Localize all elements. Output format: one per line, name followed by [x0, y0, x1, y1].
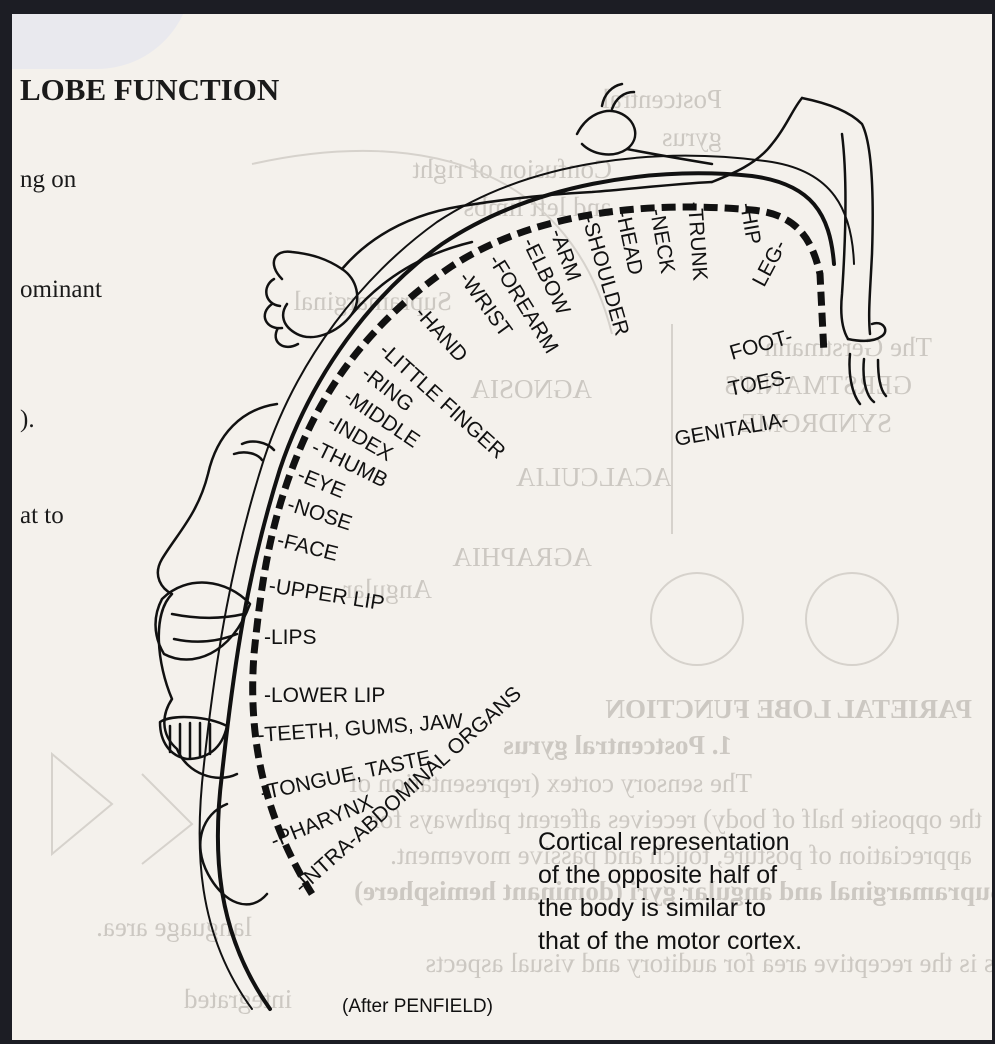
label-upper-lip: -UPPER LIP — [267, 574, 386, 615]
label-hip: -HIP — [735, 201, 765, 246]
label-nose: -NOSE — [284, 493, 354, 535]
label-lower-lip: -LOWER LIP — [264, 684, 385, 707]
figure-credit: (After PENFIELD) — [342, 996, 493, 1018]
label-trunk: -TRUNK — [683, 201, 711, 282]
toes — [849, 354, 886, 404]
book-page: Postcentral gyrus Confusion of right and… — [12, 14, 992, 1040]
leg — [802, 98, 873, 334]
caption-line: Cortical representation — [538, 826, 802, 859]
caption-line: that of the motor cortex. — [538, 925, 802, 958]
label-leg: LEG- — [748, 236, 791, 290]
foot — [848, 323, 885, 341]
label-toes: TOES- — [726, 365, 793, 401]
label-head: -HEAD — [611, 208, 647, 277]
caption-line: the body is similar to — [538, 892, 802, 925]
label-lips: -LIPS — [264, 626, 317, 649]
tongue — [200, 804, 267, 904]
caption-line: of the opposite half of — [538, 859, 802, 892]
label-hand: -HAND — [410, 302, 472, 367]
label-teeth-gums-jaw: -TEETH, GUMS, JAW — [257, 710, 464, 747]
label-genitalia: GENITALIA- — [673, 408, 790, 451]
figure-caption: Cortical representation of the opposite … — [538, 826, 802, 958]
label-foot: FOOT- — [727, 325, 795, 365]
sensory-homunculus-diagram: -HIP -TRUNK -NECK -HEAD -SHOULDER -ARM -… — [12, 14, 992, 1040]
trunk — [712, 98, 802, 182]
body-part-labels: -HIP -TRUNK -NECK -HEAD -SHOULDER -ARM -… — [257, 201, 795, 898]
label-neck: -NECK — [645, 207, 679, 275]
label-face: -FACE — [275, 529, 341, 566]
